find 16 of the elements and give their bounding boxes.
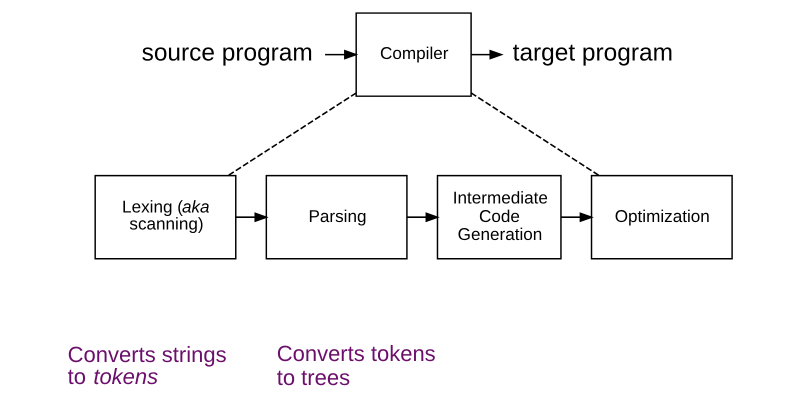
connector bbox=[470, 92, 599, 176]
node-box: Parsing bbox=[265, 174, 408, 260]
node-label: Converts strings to tokens bbox=[67, 342, 226, 389]
node-box: Optimization bbox=[590, 174, 732, 260]
node-box: Compiler bbox=[354, 12, 472, 97]
connector bbox=[227, 92, 356, 176]
arrow bbox=[324, 50, 358, 60]
arrow bbox=[406, 212, 440, 222]
node-label: Converts tokens to trees bbox=[276, 340, 436, 390]
node-text: target program bbox=[512, 40, 672, 67]
node-text: source program bbox=[141, 40, 312, 67]
arrow bbox=[236, 212, 268, 222]
node-box: Intermediate Code Generation bbox=[436, 174, 562, 260]
node-box: Lexing (aka scanning) bbox=[94, 174, 236, 260]
arrow bbox=[560, 212, 594, 222]
arrow bbox=[470, 50, 504, 60]
